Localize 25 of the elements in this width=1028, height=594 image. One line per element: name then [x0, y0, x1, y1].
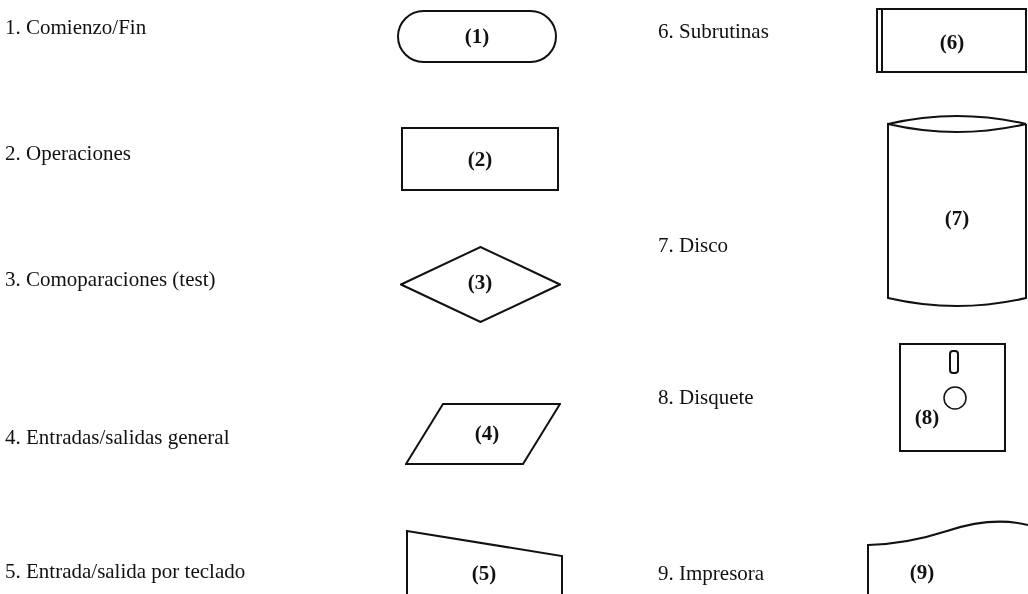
manual-input-symbol: [406, 530, 563, 594]
symbol-number: (3): [467, 270, 493, 294]
symbol-number: (4): [474, 421, 500, 445]
symbol-number: (5): [471, 561, 497, 585]
symbol-description: 8. Disquete: [658, 384, 754, 410]
input-output-symbol: [405, 403, 561, 465]
symbol-number: (9): [909, 560, 935, 584]
symbol-description: 2. Operaciones: [5, 140, 131, 166]
symbol-number: (2): [467, 147, 493, 171]
subroutine-symbol: [876, 8, 1028, 73]
document-symbol: [867, 520, 1028, 594]
symbol-number: (6): [939, 30, 965, 54]
symbol-description: 5. Entrada/salida por teclado: [5, 558, 246, 584]
process-symbol: [401, 127, 559, 191]
symbol-description: 3. Comoparaciones (test): [5, 266, 216, 292]
symbol-number: (1): [464, 24, 490, 48]
decision-symbol: [400, 246, 561, 323]
symbol-description: 7. Disco: [658, 232, 728, 258]
symbol-description: 4. Entradas/salidas general: [5, 424, 230, 450]
terminator-symbol: [397, 10, 557, 63]
symbol-description: 9. Impresora: [658, 560, 765, 586]
symbol-number: (7): [944, 206, 970, 230]
symbol-description: 6. Subrutinas: [658, 18, 769, 44]
symbol-number: (8): [914, 405, 940, 429]
symbol-description: 1. Comienzo/Fin: [5, 14, 147, 40]
